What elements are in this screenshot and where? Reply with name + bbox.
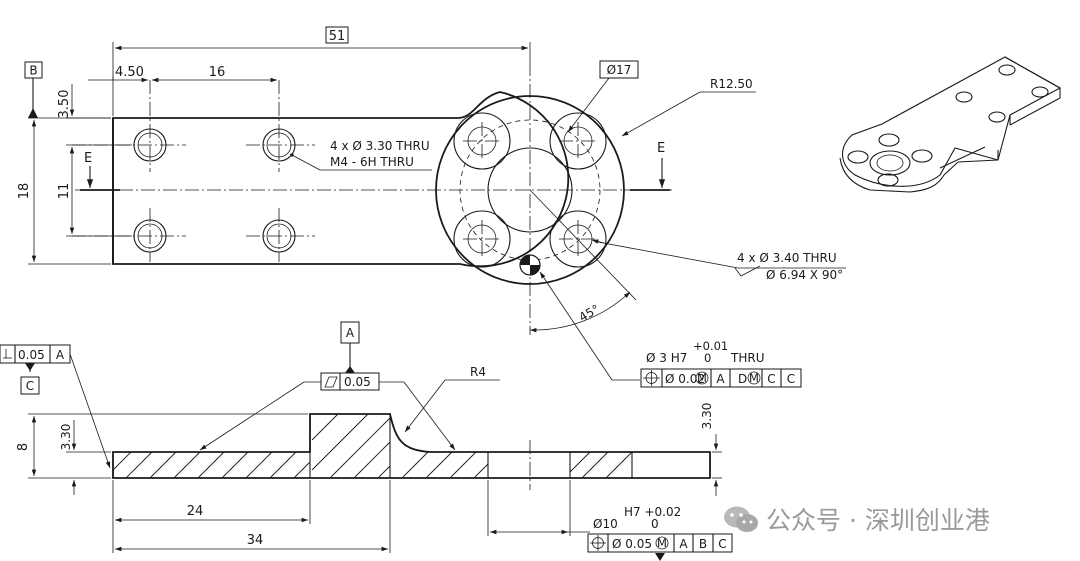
svg-text:A: A (716, 372, 725, 386)
dim-phi17: Ø17 (607, 63, 632, 77)
dim-4-50: 4.50 (115, 65, 144, 80)
pin-tol-high: +0.01 (693, 339, 728, 353)
section-hatch (112, 413, 633, 479)
svg-text:0.05: 0.05 (18, 348, 45, 362)
dim-3-30-right: 3.30 (700, 403, 714, 430)
pin-hole-callout: +0.01 Ø 3 H7 0 THRU Ø 0.02 M A D M C C (640, 339, 802, 388)
svg-text:B: B (699, 537, 707, 551)
svg-text:M: M (697, 371, 707, 385)
svg-text:Ø 0.05: Ø 0.05 (612, 537, 652, 551)
dim-r4: R4 (470, 365, 486, 379)
svg-text:A: A (679, 537, 688, 551)
position-frame-2: Ø 0.05 M A B C (587, 533, 733, 561)
flatness-frame: A 0.05 (199, 321, 456, 451)
dim-16: 16 (209, 65, 226, 80)
bore-tol-low: 0 (651, 517, 659, 531)
top-view-outline (112, 91, 570, 268)
hub-holes (453, 112, 607, 268)
dim-8: 8 (16, 443, 31, 451)
perpendicularity-frame: 0.05 A C (0, 344, 111, 469)
svg-text:M: M (749, 371, 759, 385)
bore-size: Ø10 (593, 517, 618, 531)
dim-3-50: 3.50 (57, 90, 72, 119)
pin-hole-symbol (519, 254, 541, 276)
callout-m4-line2: M4 - 6H THRU (330, 155, 414, 169)
pin-hole-size: Ø 3 H7 (646, 351, 687, 365)
section-e-left: E (84, 151, 92, 166)
svg-text:C: C (767, 372, 775, 386)
dim-51: 51 (329, 29, 346, 44)
dim-r12-50: R12.50 (710, 77, 753, 91)
svg-text:D: D (738, 372, 747, 386)
bore-tol-high: H7 +0.02 (624, 505, 681, 519)
datum-c: C (26, 379, 34, 393)
svg-text:Ø 0.02: Ø 0.02 (665, 372, 705, 386)
top-view: E E 51 4.50 16 B 3.50 18 11 (17, 26, 846, 381)
dim-11: 11 (57, 183, 72, 200)
dim-18: 18 (17, 183, 32, 200)
dim-3-30-left: 3.30 (59, 424, 73, 451)
section-view: 8 3.30 3.30 R4 24 34 Ø10 H7 +0.02 0 (16, 365, 722, 553)
dim-24: 24 (187, 504, 204, 519)
pin-tol-low: 0 (704, 351, 711, 365)
svg-text:A: A (56, 348, 65, 362)
wechat-icon (724, 506, 758, 532)
svg-text:C: C (718, 537, 726, 551)
callout-m4-line1: 4 x Ø 3.30 THRU (330, 139, 430, 153)
dim-34: 34 (247, 533, 264, 548)
pin-hole-thru: THRU (730, 351, 764, 365)
svg-text:M: M (657, 536, 667, 550)
callout-cs-line2: Ø 6.94 X 90° (766, 268, 843, 282)
watermark-text: 公众号 · 深圳创业港 (766, 506, 990, 535)
center-bore (487, 147, 573, 233)
callout-cs-line1: 4 x Ø 3.40 THRU (737, 251, 837, 265)
iso-view (839, 56, 1062, 193)
section-e-right: E (657, 141, 665, 156)
plate-holes (72, 80, 315, 262)
position-frame-1 (640, 368, 802, 388)
svg-text:0.05: 0.05 (344, 375, 371, 389)
datum-a: A (346, 326, 355, 340)
svg-text:C: C (787, 372, 795, 386)
watermark: 公众号 · 深圳创业港 (722, 499, 990, 539)
dim-45: 45° (577, 302, 602, 325)
datum-b: B (29, 64, 37, 78)
